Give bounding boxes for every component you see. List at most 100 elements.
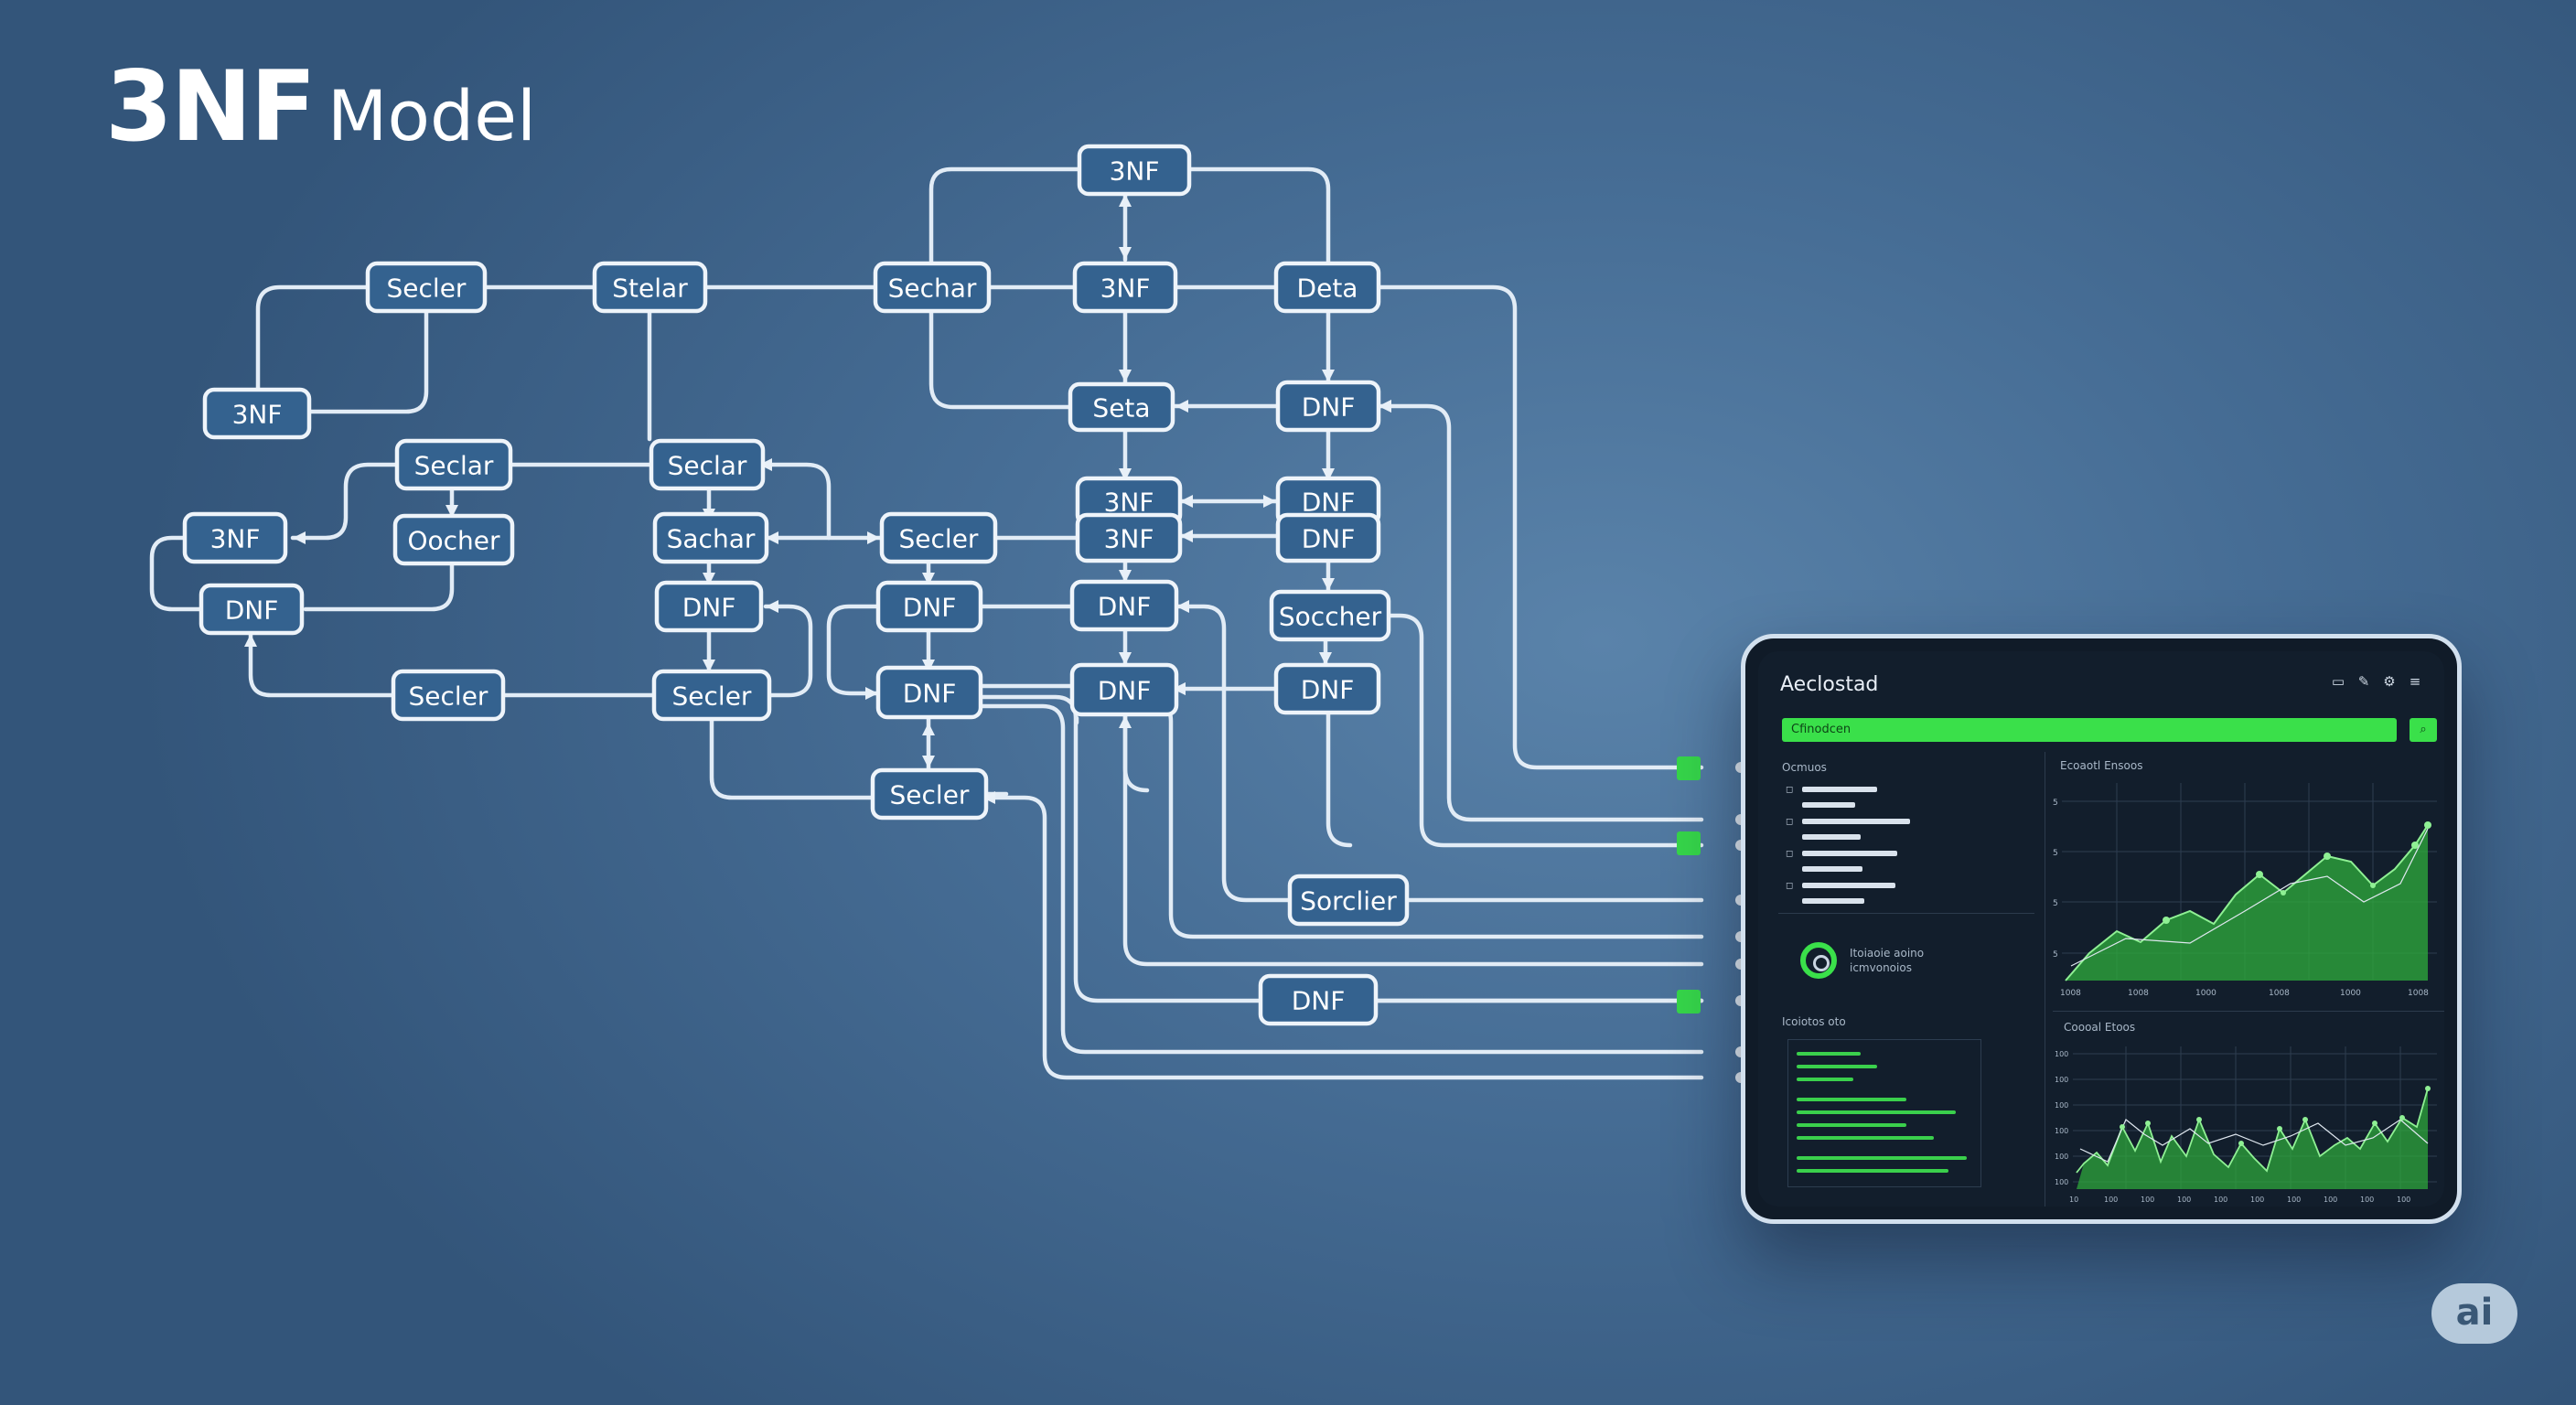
- diagram-node: Oocher: [392, 513, 515, 566]
- node-box: [870, 767, 989, 820]
- x-tick: 1000: [2195, 989, 2216, 998]
- node-box: [875, 665, 983, 720]
- search-bar[interactable]: Cfinodcen: [1782, 718, 2397, 742]
- diagram-node: Sechar: [873, 261, 992, 314]
- node-box: [1269, 589, 1391, 642]
- connector: [149, 535, 204, 612]
- node-label: DNF: [1292, 986, 1346, 1016]
- connector: [1122, 711, 1704, 967]
- ai-badge: ai: [2431, 1283, 2517, 1344]
- x-tick: 1008: [2269, 989, 2290, 998]
- diagram-node: DNF: [199, 583, 305, 636]
- arrowhead: [1175, 400, 1188, 413]
- arrowhead: [1119, 570, 1132, 583]
- connector: [826, 604, 883, 696]
- x-tick: 100: [2214, 1196, 2227, 1204]
- diagram-node: Secler: [391, 669, 506, 722]
- diagram-node: DNF: [1275, 476, 1381, 527]
- log-line: [1797, 1065, 1877, 1068]
- arrowhead: [1173, 682, 1186, 695]
- x-tick: 100: [2324, 1196, 2337, 1204]
- x-tick: 1008: [2128, 989, 2149, 998]
- diagram-node: Secler: [879, 511, 998, 564]
- node-box: [202, 387, 312, 440]
- title-suffix: Model: [327, 75, 537, 156]
- x-tick: 10: [2069, 1196, 2078, 1204]
- connector: [1376, 284, 1704, 770]
- x-ticks: 10 100 100 100 100 100 100 100 100 100: [2069, 1196, 2410, 1204]
- log-panel: [1787, 1039, 1981, 1187]
- diagram-node: DNF: [1275, 380, 1381, 433]
- diagram-node: DNF: [1275, 512, 1381, 563]
- log-line: [1797, 1110, 1956, 1114]
- node-label: Secler: [409, 681, 488, 712]
- text-line: [1802, 866, 1862, 872]
- y-tick: 5: [2053, 799, 2058, 808]
- window-icon[interactable]: ▭: [2331, 673, 2345, 690]
- diagram-node: Stelar: [592, 261, 708, 314]
- y-tick: 100: [2055, 1153, 2068, 1161]
- diagram-node: 3NF: [202, 387, 312, 440]
- text-line: [1802, 851, 1897, 856]
- node-label: Secler: [899, 524, 979, 554]
- menu-icon[interactable]: ≡: [2409, 673, 2421, 690]
- node-box: [1069, 662, 1179, 717]
- node-box: [182, 511, 288, 564]
- settings-icon[interactable]: ⚙: [2383, 673, 2396, 690]
- search-button[interactable]: ⌕: [2410, 718, 2437, 742]
- x-tick: 100: [2141, 1196, 2154, 1204]
- diagram-node: 3NF: [1077, 144, 1192, 197]
- chart-title: Coooal Etoos: [2064, 1021, 2136, 1034]
- arrowhead: [766, 531, 778, 544]
- diagram-node: 3NF: [1072, 261, 1178, 314]
- arrowheads: [244, 194, 1391, 804]
- connector: [248, 631, 396, 698]
- arrowhead: [293, 531, 306, 544]
- y-tick: 100: [2055, 1076, 2068, 1084]
- node-box: [391, 669, 506, 722]
- arrowhead: [1319, 652, 1332, 665]
- node-box: [365, 261, 488, 314]
- node-label: DNF: [225, 595, 279, 626]
- node-box: [1273, 261, 1381, 314]
- text-line: [1802, 819, 1910, 824]
- node-box: [652, 511, 769, 564]
- node-label: DNF: [682, 593, 736, 623]
- diagram-node: Seclar: [394, 438, 513, 491]
- y-tick: 5: [2053, 950, 2058, 960]
- arrowhead: [867, 531, 880, 544]
- data-points: [2120, 1086, 2431, 1146]
- y-tick: 100: [2055, 1127, 2068, 1135]
- left-panel-header: Ocmuos: [1782, 761, 1827, 774]
- area-chart-bottom: 10 100 100 100 100 100 100 100 100 100 1…: [2055, 1046, 2437, 1204]
- node-label: DNF: [1302, 524, 1356, 554]
- node-label: Oocher: [407, 526, 500, 556]
- node-label: 3NF: [232, 400, 283, 430]
- arrowhead: [982, 791, 995, 804]
- arrowhead: [1176, 600, 1189, 613]
- arrowhead: [1119, 194, 1132, 207]
- text-line: [1802, 787, 1877, 792]
- node-box: [654, 580, 764, 633]
- x-tick: 100: [2104, 1196, 2118, 1204]
- node-box: [1068, 381, 1175, 433]
- connector: [980, 694, 1704, 1003]
- node-box: [649, 438, 766, 491]
- node-label: DNF: [1302, 488, 1356, 518]
- status-text: Itoiaoie aoino: [1850, 947, 1925, 960]
- arrowhead: [1263, 495, 1276, 508]
- arrowhead: [1379, 400, 1391, 413]
- arrowhead: [1322, 370, 1335, 382]
- x-tick: 100: [2177, 1196, 2191, 1204]
- area-fill: [2077, 1089, 2428, 1189]
- arrowhead: [1322, 468, 1335, 481]
- arrowhead: [1322, 578, 1335, 591]
- series-line: [2076, 1088, 2429, 1174]
- arrowhead: [1119, 652, 1132, 665]
- node-label: 3NF: [1110, 156, 1160, 187]
- text-line: [1802, 898, 1864, 904]
- pen-icon[interactable]: ✎: [2357, 673, 2370, 690]
- diagram-node: DNF: [1273, 662, 1381, 715]
- arrowhead: [1119, 247, 1132, 260]
- arrowhead: [922, 723, 935, 735]
